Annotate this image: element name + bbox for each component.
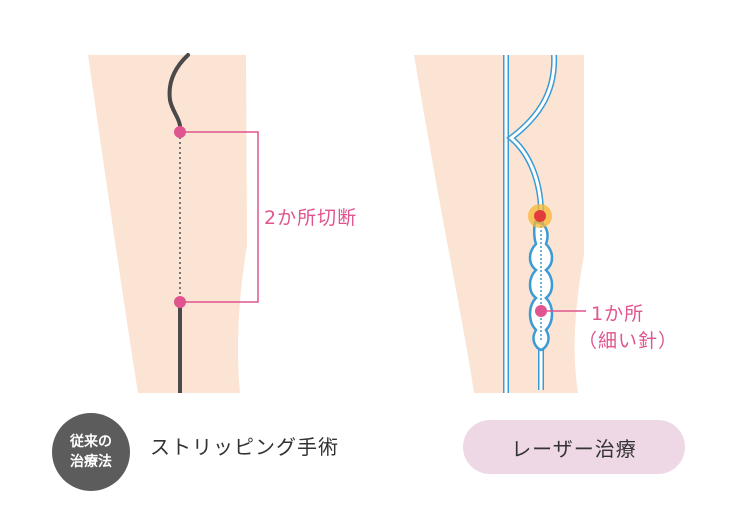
laser-tip <box>534 210 546 222</box>
puncture-annotation-needle: （細い針） <box>578 330 679 352</box>
badge-line-1: 従来の <box>70 434 112 450</box>
right-leg <box>414 54 586 393</box>
cut-point-upper <box>174 126 186 138</box>
left-vein-upper <box>167 53 190 134</box>
left-leg <box>88 53 259 393</box>
cut-annotation: 2か所切断 <box>264 207 358 229</box>
cut-bracket <box>180 131 259 303</box>
cut-point-lower <box>174 296 186 308</box>
left-leg-skin <box>88 55 247 393</box>
puncture-point <box>535 305 547 317</box>
right-leg-skin <box>414 55 584 393</box>
conventional-treatment-badge: 従来の 治療法 <box>52 413 130 491</box>
laser-treatment-caption: レーザー治療 <box>511 436 637 461</box>
right-vein-branch-inner <box>508 54 556 390</box>
stripping-surgery-caption: ストリッピング手術 <box>150 435 339 459</box>
puncture-annotation-count: 1か所 <box>591 303 645 325</box>
badge-line-2: 治療法 <box>70 454 112 470</box>
laser-treatment-pill: レーザー治療 <box>463 420 685 474</box>
